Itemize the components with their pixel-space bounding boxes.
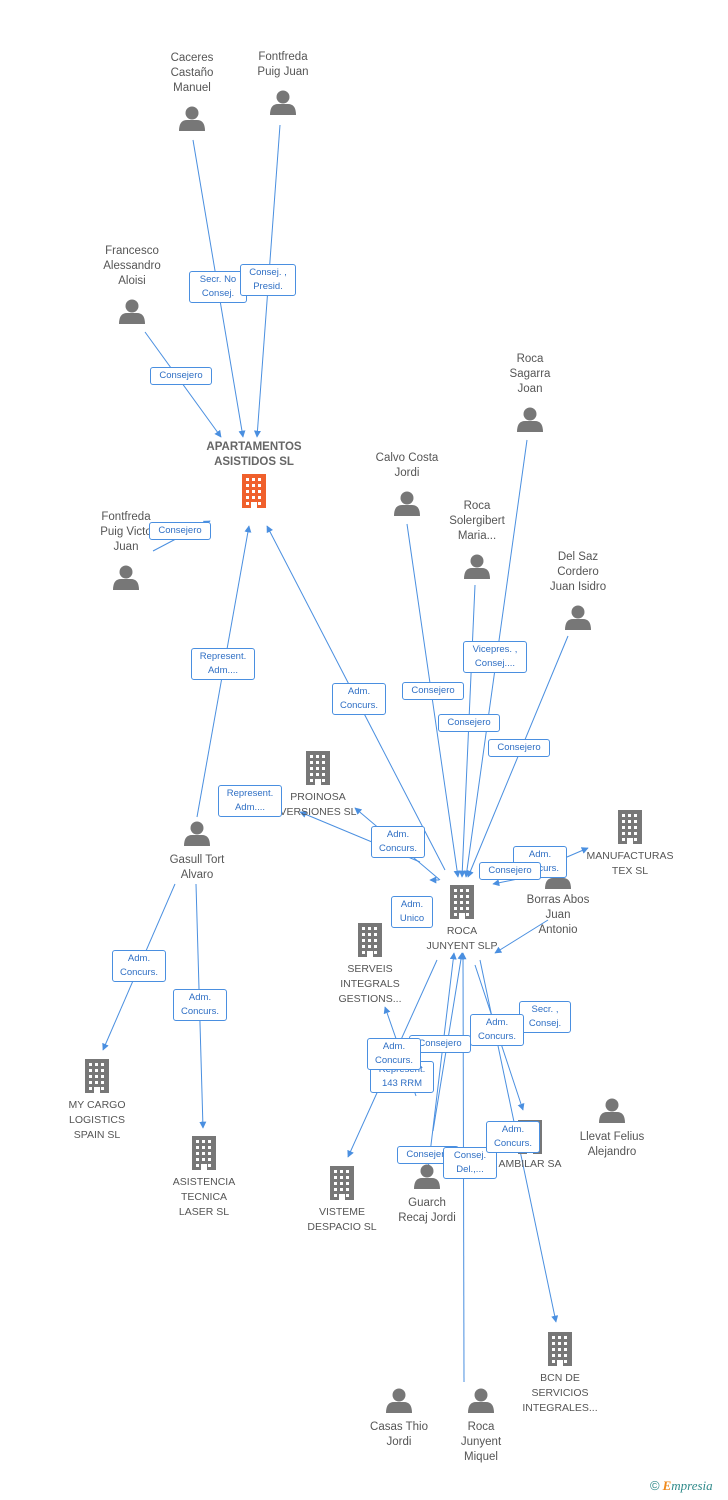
edge-label[interactable]: Consejero [438,714,500,732]
person-name[interactable]: Fontfreda Puig Juan [257,51,309,78]
edge-label[interactable]: Secr. No Consej. [189,271,247,303]
person-icon[interactable] [119,299,145,325]
person-name[interactable]: Guarch Recaj Jordi [398,1197,456,1224]
edge-line [494,919,549,954]
company-name[interactable]: BCN DE SERVICIOS INTEGRALES... [522,1372,598,1414]
person-icon[interactable] [270,90,296,116]
edge-label[interactable]: Consejero [488,739,550,757]
person-icon[interactable] [468,1388,494,1414]
edge-label[interactable]: Consej. Del.,... [443,1147,497,1179]
building-icon[interactable] [358,923,382,957]
person-icon[interactable] [113,565,139,591]
building-icon[interactable] [548,1332,572,1366]
person-name[interactable]: Fontfreda Puig Victo Juan [100,511,152,553]
edge-line [406,523,461,878]
edge-label[interactable]: Represent. Adm.... [191,648,255,680]
building-icon[interactable] [618,810,642,844]
brand-e: E [662,1478,672,1493]
company-name[interactable]: VISTEME DESPACIO SL [307,1206,377,1233]
edge-label[interactable]: Represent. Adm.... [218,785,282,817]
edge-label[interactable]: Adm. Concurs. [470,1014,524,1046]
edge-label[interactable]: Consejero [150,367,212,385]
person-name[interactable]: Gasull Tort Alvaro [169,854,225,881]
person-name[interactable]: Borras Abos Juan Antonio [526,894,590,936]
building-icon[interactable] [85,1059,109,1093]
person-icon[interactable] [179,106,205,132]
edge-line [427,952,457,1171]
edge-label[interactable]: Adm. Unico [391,896,433,928]
company-name[interactable]: ROCA JUNYENT SLP [426,925,498,952]
edge-label[interactable]: Consejero [479,862,541,880]
edge-label[interactable]: Adm. Concurs. [112,950,166,982]
building-icon[interactable] [192,1136,216,1170]
edge-label[interactable]: Consejero [149,522,211,540]
edge-label[interactable]: Consejero [402,682,464,700]
company-name[interactable]: ASISTENCIA TECNICA LASER SL [172,1176,236,1218]
copyright-symbol: © [650,1478,660,1493]
edge-label[interactable]: Adm. Concurs. [367,1038,421,1070]
edge-label[interactable]: Consej. , Presid. [240,264,296,296]
person-icon[interactable] [517,407,543,433]
person-name[interactable]: Roca Solergibert Maria... [449,500,505,542]
person-icon[interactable] [414,1164,440,1190]
edge-label[interactable]: Adm. Concurs. [332,683,386,715]
person-name[interactable]: Calvo Costa Jordi [375,452,439,479]
person-icon[interactable] [464,554,490,580]
building-icon[interactable] [450,885,474,919]
company-name[interactable]: SERVEIS INTEGRALS GESTIONS... [338,963,402,1005]
edge-label[interactable]: Secr. , Consej. [519,1001,571,1033]
brand-name: mpresia [671,1478,713,1493]
edge-label[interactable]: Adm. Concurs. [371,826,425,858]
person-icon[interactable] [394,491,420,517]
person-name[interactable]: Del Saz Cordero Juan Isidro [549,551,607,593]
company-name[interactable]: MY CARGO LOGISTICS SPAIN SL [68,1099,126,1141]
person-icon[interactable] [386,1388,412,1414]
empresia-watermark: ©Empresia [650,1478,713,1494]
building-icon[interactable] [242,474,266,508]
person-name[interactable]: Roca Sagarra Joan [509,353,551,395]
company-name[interactable]: MANUFACTURAS TEX SL [586,850,674,877]
person-name[interactable]: Francesco Alessandro Aloisi [103,245,161,287]
person-name[interactable]: Roca Junyent Miquel [460,1421,502,1463]
edge-label[interactable]: Vicepres. , Consej.... [463,641,527,673]
person-name[interactable]: Llevat Felius Alejandro [579,1131,645,1158]
person-name[interactable]: Caceres Castaño Manuel [170,52,214,94]
company-name[interactable]: PROINOSA VERSIONES SL [279,791,357,818]
company-name[interactable]: APARTAMENTOS ASISTIDOS SL [206,441,302,468]
company-name[interactable]: AMBILAR SA [498,1158,562,1170]
person-icon[interactable] [184,821,210,847]
person-icon[interactable] [565,605,591,631]
edge-label[interactable]: Adm. Concurs. [173,989,227,1021]
building-icon[interactable] [306,751,330,785]
building-icon[interactable] [330,1166,354,1200]
person-name[interactable]: Casas Thio Jordi [370,1421,428,1448]
edge-label[interactable]: Adm. Concurs. [486,1121,540,1153]
person-icon[interactable] [599,1098,625,1124]
